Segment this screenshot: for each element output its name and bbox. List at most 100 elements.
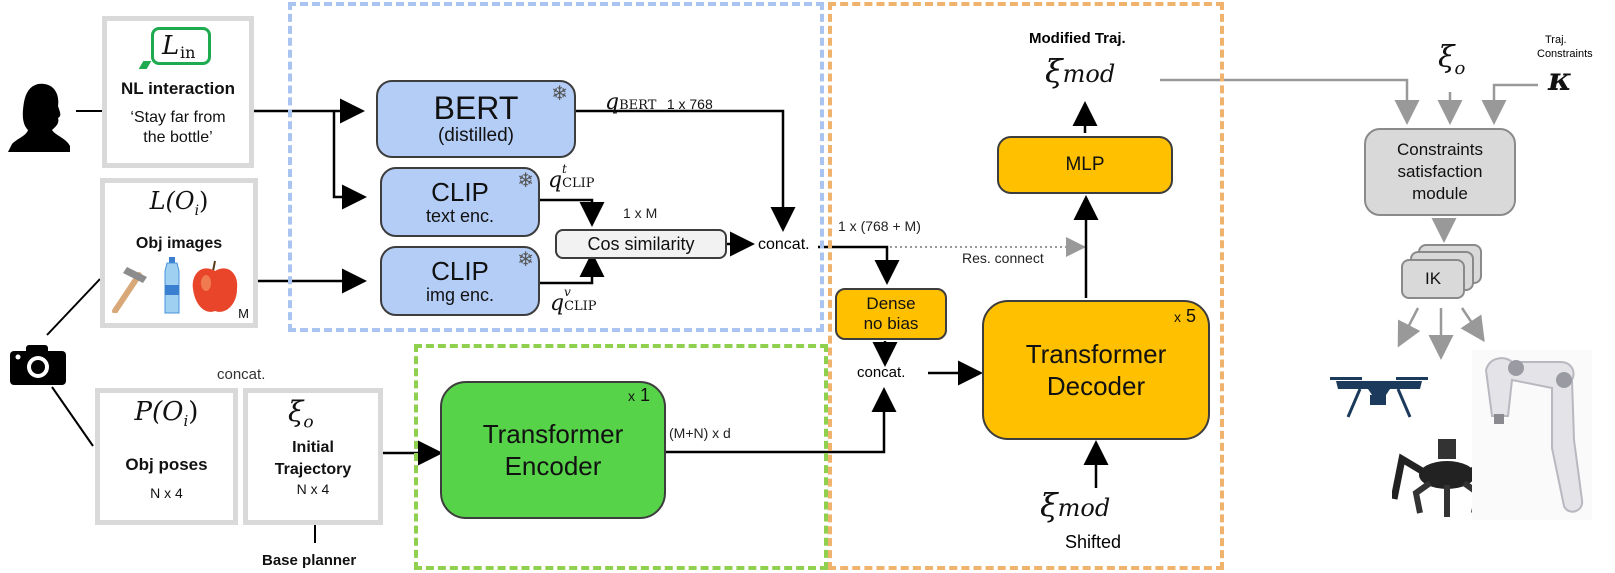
arrow-concat-dense [818, 245, 900, 285]
cos-similarity-block: Cos similarity [555, 229, 727, 259]
obj-images-box: L(Oi) Obj images M [100, 178, 258, 328]
decoder-title-line1: Transformer [1025, 339, 1167, 369]
arrow-kappa-csm [1481, 83, 1538, 125]
encoder-title-line2: Encoder [504, 451, 602, 481]
language-region [288, 2, 824, 332]
nl-interaction-box: L in NL interaction ‘Stay far from the b… [102, 16, 254, 168]
q-clip-v-main: q [550, 291, 565, 316]
decoder-region [828, 2, 1224, 570]
l-oi-sub: i [194, 202, 200, 219]
xi-o-post-symbol: ξo [1438, 40, 1465, 79]
wire-camera-images [46, 278, 101, 336]
initial-traj-title-line1: Initial [292, 439, 334, 456]
kappa-symbol: κ [1548, 60, 1572, 98]
hammer-icon [112, 267, 147, 313]
l-in-subscript: in [180, 43, 196, 62]
ik-label: IK [1424, 269, 1442, 288]
camera-icon [10, 345, 66, 385]
l-oi-main: L(O [149, 187, 195, 215]
clip-image-encoder-block: CLIP img enc. ❄ [380, 246, 540, 316]
shifted-label: Shifted [1065, 532, 1122, 552]
xi-mod-sub: mod [1062, 60, 1116, 88]
arrow-encoder-concat [665, 387, 897, 454]
xi-mod-shifted-sub: mod [1057, 494, 1111, 522]
clip-img-subtitle: img enc. [425, 284, 495, 305]
clip-text-title: CLIP [431, 176, 489, 207]
q-clip-t-sub: CLIP [562, 176, 595, 191]
frozen-snowflake-icon: ❄ [517, 170, 534, 192]
encoder-repeat-x: x [627, 388, 635, 404]
p-oi-symbol: P(Oi) [100, 397, 233, 430]
q-clip-t-main: q [548, 168, 563, 193]
xi-o-post-main: ξ [1438, 40, 1455, 75]
cos-similarity-label: Cos similarity [587, 233, 695, 254]
arrow-ik-drone [1397, 307, 1421, 348]
p-oi-close: ) [188, 397, 199, 427]
concat-dims: 1 x (768 + M) [838, 218, 921, 234]
nl-quote-line2: the bottle’ [143, 129, 213, 146]
mlp-block: MLP [997, 136, 1173, 194]
traj-constraints-label-line2: Constraints [1537, 48, 1593, 60]
frozen-snowflake-icon: ❄ [551, 83, 568, 105]
l-oi-symbol: L(Oi) [105, 187, 253, 219]
transformer-encoder-block: Transformer Encoder x 1 [440, 381, 666, 519]
bert-title: BERT [433, 90, 519, 126]
clip-text-encoder-block: CLIP text enc. ❄ [380, 167, 540, 237]
dense-line2: no bias [863, 314, 919, 333]
concat-decoder-label: concat. [857, 364, 906, 381]
apple-icon [192, 260, 238, 312]
encoder-title-line1: Transformer [482, 419, 624, 449]
arrow-ik-arm [1460, 307, 1485, 343]
bert-block: BERT (distilled) ❄ [376, 80, 576, 158]
q-bert-sub: BERT [619, 98, 657, 113]
constraints-satisfaction-module: Constraints satisfaction module [1364, 128, 1516, 216]
decoder-repeat: x 5 [1174, 306, 1196, 327]
encoder-repeat-n: 1 [639, 385, 650, 405]
l-oi-close: ) [199, 187, 209, 215]
initial-trajectory-box: ξo Initial Trajectory N x 4 [243, 388, 383, 525]
csm-line1: Constraints [1397, 140, 1483, 159]
obj-images-title: Obj images [135, 235, 223, 252]
mlp-label: MLP [1065, 154, 1105, 175]
dense-no-bias-block: Dense no bias [835, 288, 947, 340]
obj-poses-dims: N x 4 [150, 485, 183, 501]
speech-bubble-tail [138, 61, 152, 69]
q-bert-label: qBERT 1 x 768 [605, 90, 713, 115]
concat-inputs-label: concat. [217, 366, 266, 383]
obj-poses-box: P(Oi) Obj poses N x 4 [95, 388, 238, 525]
xi-mod-main: ξ [1045, 52, 1063, 90]
decoder-repeat-n: 5 [1185, 306, 1196, 326]
obj-count-label: M [238, 306, 249, 321]
res-connect-label: Res. connect [962, 250, 1044, 266]
q-clip-v-sub: CLIP [564, 299, 597, 314]
base-planner-label: Base planner [262, 552, 357, 569]
transformer-decoder-block: Transformer Decoder x 5 [982, 300, 1210, 440]
q-clip-v-sup: v [564, 285, 571, 299]
dense-line1: Dense [866, 294, 916, 313]
arrow-cliptext-cos [538, 198, 605, 227]
p-oi-main: P(O [134, 397, 184, 427]
clip-text-subtitle: text enc. [425, 205, 495, 226]
encoder-region [414, 344, 828, 570]
frozen-snowflake-icon: ❄ [517, 249, 534, 271]
xi-mod-shifted-main: ξ [1040, 486, 1058, 524]
q-clip-t-sup: t [562, 162, 567, 176]
xi-mod-shifted-symbol: ξmod [1040, 486, 1110, 524]
concat-language-label: concat. [758, 236, 810, 253]
xi-mod-output-symbol: ξmod [1045, 52, 1115, 90]
q-bert-main: q [605, 90, 620, 115]
xi-o-main: ξ [288, 395, 304, 428]
decoder-title-line2: Decoder [1046, 371, 1146, 401]
decoder-repeat-x: x [1173, 309, 1181, 325]
drone-icon [1330, 377, 1428, 418]
csm-line2: satisfaction [1397, 162, 1483, 181]
arrow-clipimg-cos [538, 252, 605, 285]
xi-o-sub: o [303, 412, 314, 433]
modified-traj-title: Modified Traj. [1029, 30, 1126, 47]
l-in-symbol: L [162, 31, 180, 61]
initial-traj-dims: N x 4 [296, 481, 330, 497]
arrow-output-csm [1160, 78, 1420, 125]
traj-constraints-label-line1: Traj. [1545, 34, 1567, 46]
